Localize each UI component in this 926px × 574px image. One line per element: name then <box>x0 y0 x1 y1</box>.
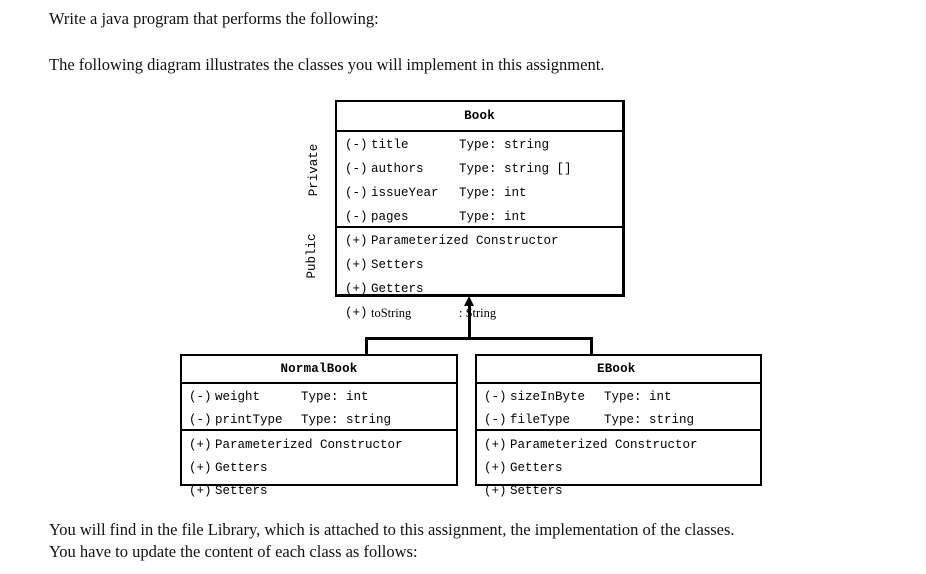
method-return-type: : String <box>459 305 497 320</box>
normalbook-attributes-section: (-) weight Type: int (-) printType Type:… <box>182 382 456 429</box>
method-name: Setters <box>215 483 268 498</box>
ebook-attributes-section: (-) sizeInByte Type: int (-) fileType Ty… <box>477 382 760 429</box>
visibility-marker: (+) <box>484 483 507 498</box>
method-row: (+) Getters <box>477 456 760 479</box>
visibility-marker: (+) <box>189 437 212 452</box>
visibility-marker: (+) <box>484 437 507 452</box>
attribute-row: (-) fileType Type: string <box>477 408 760 431</box>
book-methods-section: (+) Parameterized Constructor (+) Setter… <box>337 226 622 322</box>
method-name: Getters <box>510 460 563 475</box>
visibility-marker: (-) <box>345 186 368 200</box>
uml-class-book: Book (-) title Type: string (-) authors … <box>335 100 625 320</box>
visibility-marker: (+) <box>189 460 212 475</box>
attribute-row: (-) printType Type: string <box>182 408 456 431</box>
method-row: (+) Setters <box>337 253 622 277</box>
attribute-type: Type: int <box>604 389 672 404</box>
attribute-type: Type: string <box>604 412 695 427</box>
method-name: Getters <box>215 460 268 475</box>
attribute-type: Type: string [] <box>459 162 572 176</box>
class-title-ebook: EBook <box>597 362 636 376</box>
generalization-horizontal-bar <box>365 337 593 340</box>
method-name: Parameterized Constructor <box>371 234 559 248</box>
attribute-type: Type: string <box>301 412 392 427</box>
visibility-marker: (-) <box>484 412 507 427</box>
outro-paragraph-line-2: You have to update the content of each c… <box>49 542 418 561</box>
method-row: (+) Setters <box>477 479 760 502</box>
visibility-marker: (+) <box>345 234 368 248</box>
visibility-marker: (+) <box>484 460 507 475</box>
attribute-row: (-) issueYear Type: int <box>337 181 622 205</box>
attribute-name: fileType <box>510 412 571 427</box>
method-name: Getters <box>371 282 424 296</box>
attribute-name: pages <box>371 210 409 224</box>
public-section-label: Public <box>305 233 319 279</box>
method-name: Setters <box>371 258 424 272</box>
attribute-row: (-) pages Type: int <box>337 205 622 229</box>
uml-class-ebook: EBook (-) sizeInByte Type: int (-) fileT… <box>475 354 762 498</box>
normalbook-methods-section: (+) Parameterized Constructor (+) Getter… <box>182 429 456 500</box>
class-title-normalbook: NormalBook <box>280 362 358 376</box>
attribute-name: sizeInByte <box>510 389 586 404</box>
method-row: (+) Getters <box>337 277 622 301</box>
attribute-row: (-) authors Type: string [] <box>337 157 622 181</box>
method-row: (+) Parameterized Constructor <box>182 433 456 456</box>
attribute-type: Type: string <box>459 138 550 152</box>
attribute-name: weight <box>215 389 261 404</box>
method-row: (+) Parameterized Constructor <box>477 433 760 456</box>
attribute-name: authors <box>371 162 424 176</box>
method-row: (+) Setters <box>182 479 456 502</box>
method-row: (+) Getters <box>182 456 456 479</box>
visibility-marker: (-) <box>345 138 368 152</box>
intro-paragraph-line-2: The following diagram illustrates the cl… <box>49 55 605 74</box>
visibility-marker: (-) <box>189 389 212 404</box>
method-row: (+) toString : String <box>337 301 622 325</box>
attribute-row: (-) sizeInByte Type: int <box>477 385 760 408</box>
visibility-marker: (-) <box>345 162 368 176</box>
class-title-book: Book <box>464 109 495 123</box>
attribute-type: Type: int <box>459 186 527 200</box>
attribute-row: (-) weight Type: int <box>182 385 456 408</box>
method-name: Parameterized Constructor <box>215 437 403 452</box>
generalization-arrowhead-icon <box>464 296 474 306</box>
outro-paragraph-line-1: You will find in the file Library, which… <box>49 520 735 539</box>
method-name: toString <box>371 305 412 320</box>
method-row: (+) Parameterized Constructor <box>337 229 622 253</box>
visibility-marker: (+) <box>345 306 368 320</box>
visibility-marker: (+) <box>345 258 368 272</box>
attribute-row: (-) title Type: string <box>337 133 622 157</box>
attribute-name: issueYear <box>371 186 439 200</box>
visibility-marker: (+) <box>189 483 212 498</box>
private-section-label: Private <box>307 143 321 197</box>
method-name: Parameterized Constructor <box>510 437 698 452</box>
intro-paragraph-line-1: Write a java program that performs the f… <box>49 9 379 28</box>
attribute-type: Type: int <box>301 389 369 404</box>
attribute-name: title <box>371 138 409 152</box>
generalization-shaft <box>468 303 471 339</box>
attribute-type: Type: int <box>459 210 527 224</box>
visibility-marker: (-) <box>345 210 368 224</box>
ebook-methods-section: (+) Parameterized Constructor (+) Getter… <box>477 429 760 500</box>
method-name: Setters <box>510 483 563 498</box>
visibility-marker: (-) <box>484 389 507 404</box>
uml-class-normalbook: NormalBook (-) weight Type: int (-) prin… <box>180 354 458 498</box>
attribute-name: printType <box>215 412 283 427</box>
book-attributes-section: (-) title Type: string (-) authors Type:… <box>337 130 622 226</box>
visibility-marker: (+) <box>345 282 368 296</box>
visibility-marker: (-) <box>189 412 212 427</box>
